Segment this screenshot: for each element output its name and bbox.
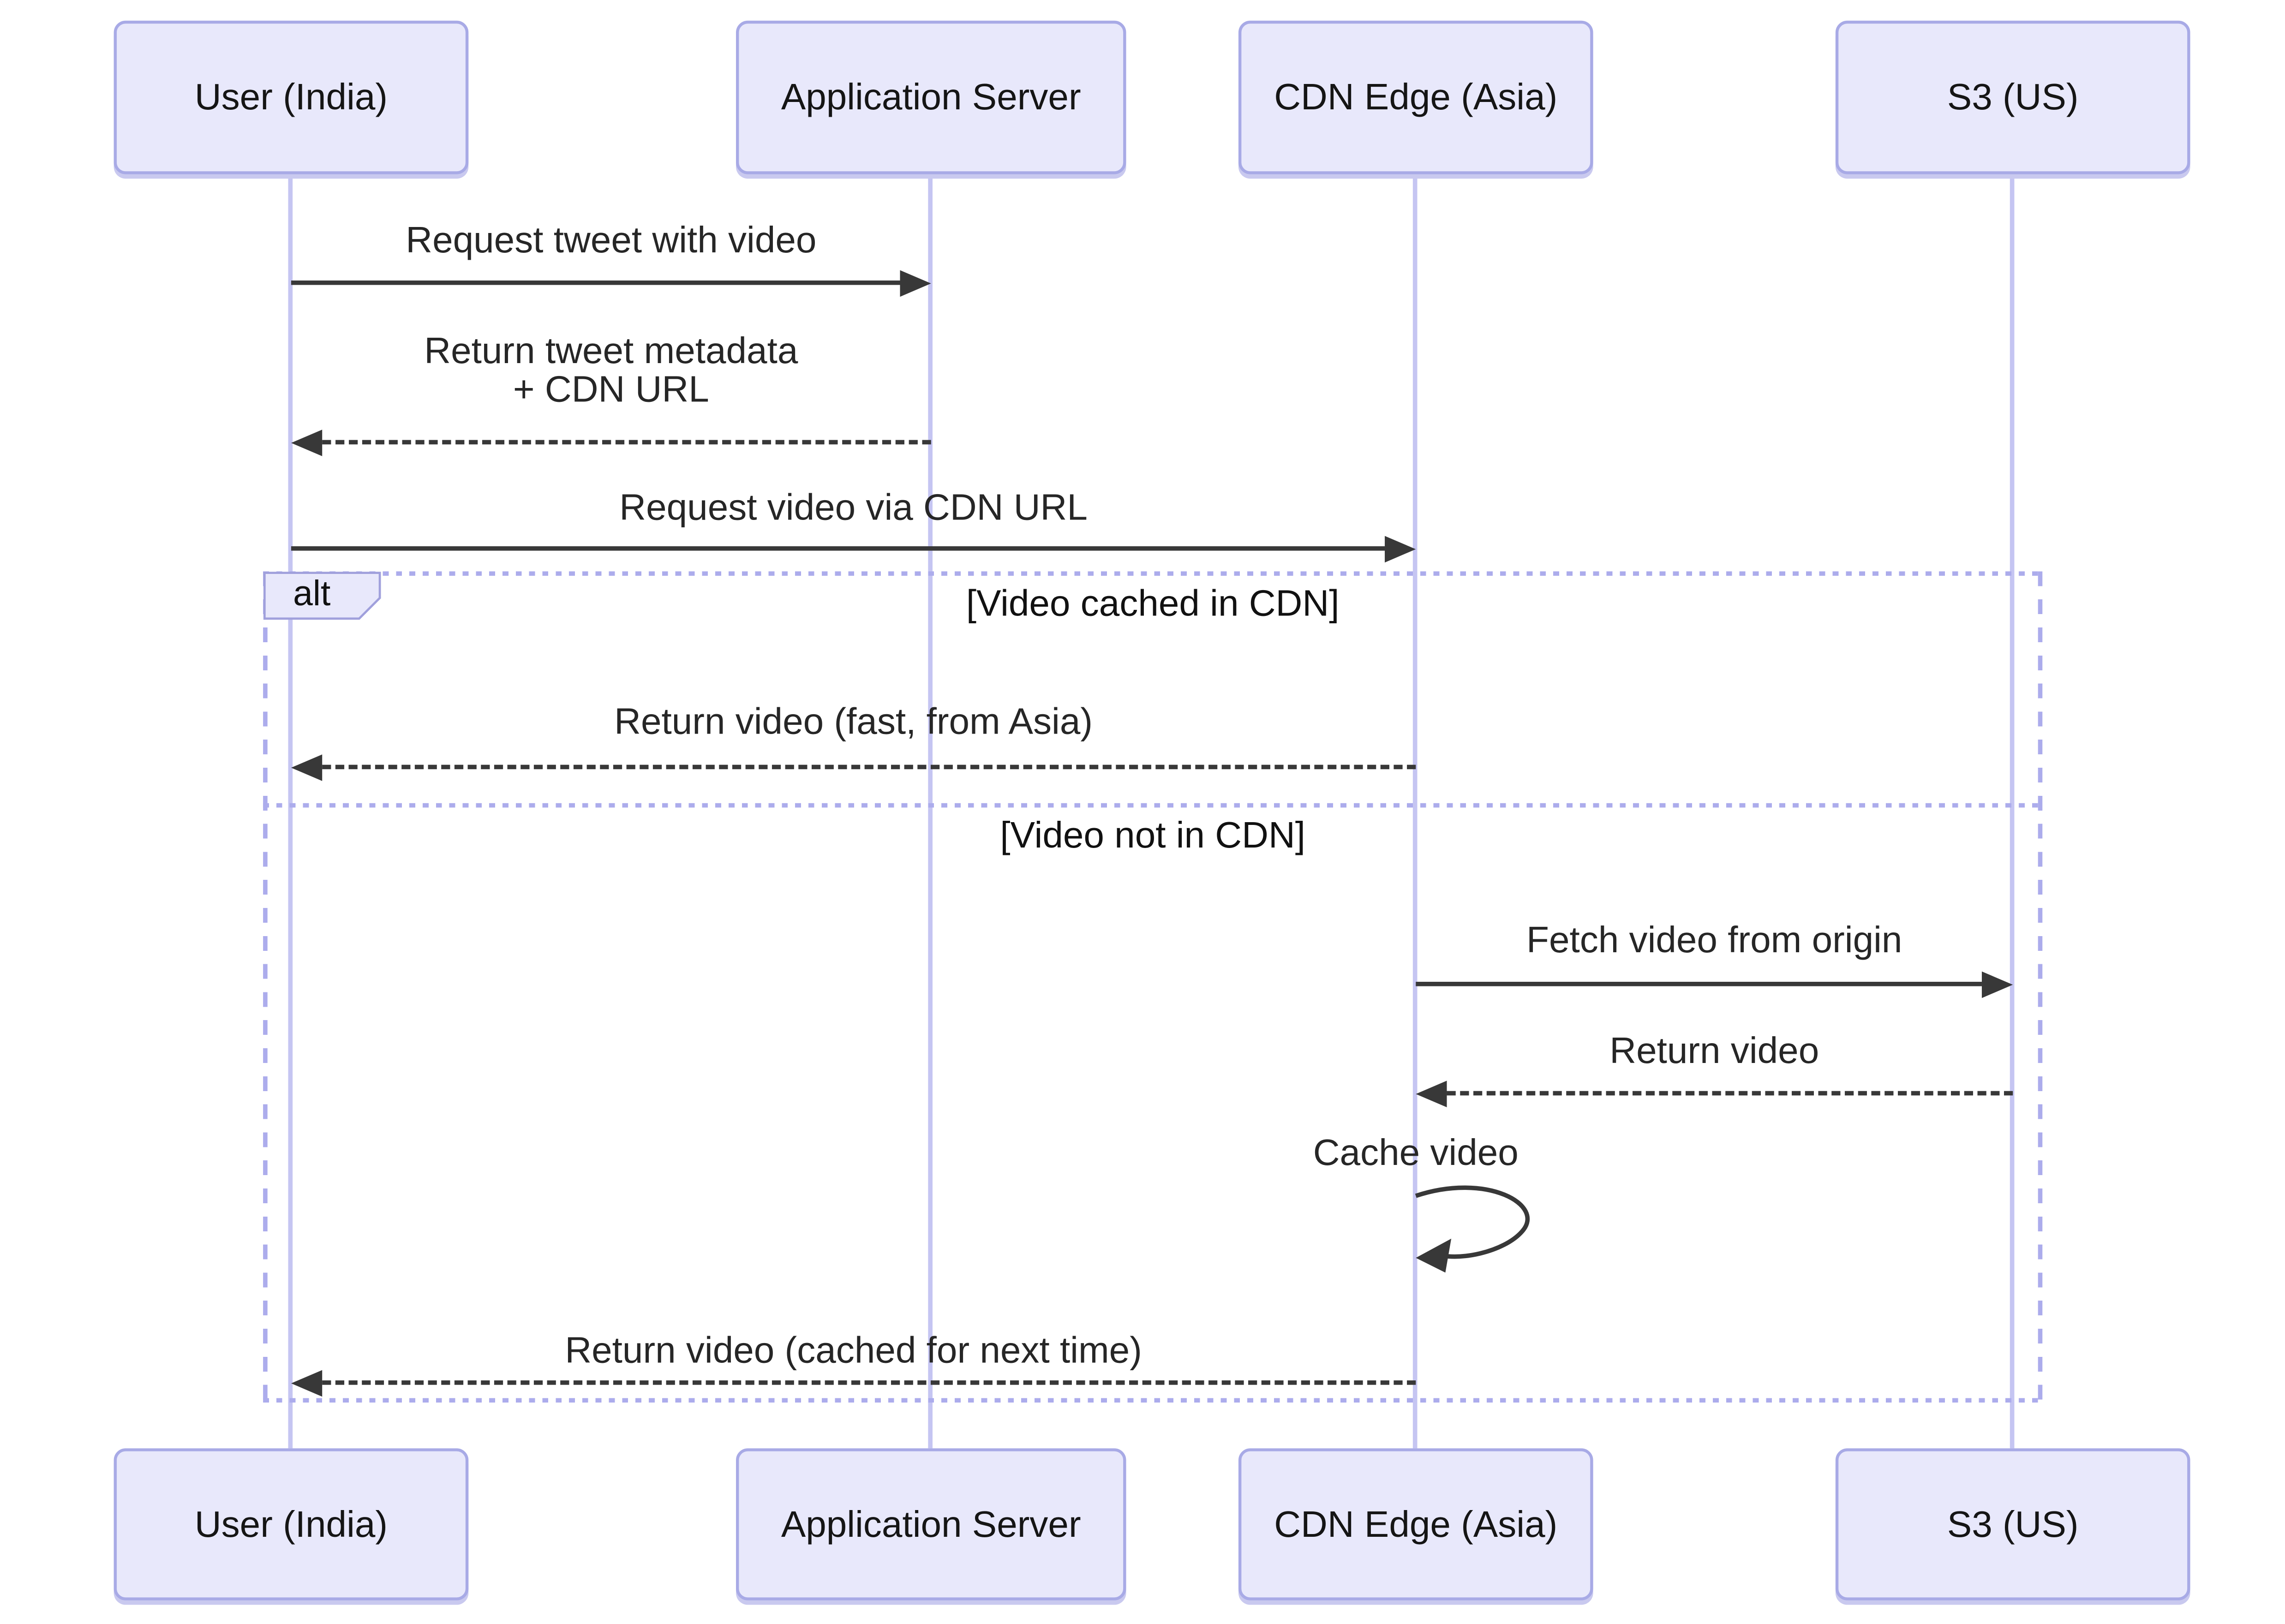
- actor-label: User (India): [194, 1504, 388, 1545]
- message-arrow-line: [1416, 982, 1982, 986]
- actor-label: CDN Edge (Asia): [1274, 1504, 1558, 1545]
- actor-label: User (India): [194, 77, 388, 118]
- message-arrow-line-dashed: [322, 440, 931, 445]
- message-label: Request tweet with video: [406, 220, 817, 262]
- alt-condition-2: [Video not in CDN]: [1000, 815, 1306, 856]
- alt-label-tab: [263, 572, 381, 620]
- message-label-line2: + CDN URL: [513, 369, 709, 411]
- actor-label: Application Server: [781, 1504, 1081, 1545]
- arrowhead-left-icon: [1416, 1081, 1447, 1107]
- actor-label: S3 (US): [1947, 77, 2079, 118]
- actor-top-s3: S3 (US): [1835, 20, 2190, 174]
- arrowhead-right-icon: [1385, 536, 1416, 563]
- self-message-label: Cache video: [1313, 1132, 1519, 1174]
- message-arrow-line: [291, 546, 1385, 551]
- alt-fragment-frame: [263, 571, 2043, 1403]
- lifeline-cdn-edge: [1412, 174, 1418, 1449]
- arrowhead-left-icon: [291, 754, 323, 781]
- actor-bottom-s3: S3 (US): [1835, 1448, 2190, 1600]
- message-arrow-line-dashed: [1447, 1091, 2013, 1096]
- alt-frame-bottom-border: [263, 1398, 2043, 1403]
- message-label: Return video (cached for next time): [565, 1330, 1142, 1372]
- actor-label: CDN Edge (Asia): [1274, 77, 1558, 118]
- lifeline-application-server: [928, 174, 933, 1449]
- actor-label: S3 (US): [1947, 1504, 2079, 1545]
- alt-frame-right-border: [2038, 571, 2043, 1403]
- actor-top-user: User (India): [114, 20, 469, 174]
- message-arrow-line-dashed: [322, 1380, 1416, 1385]
- arrowhead-right-icon: [1981, 971, 2013, 998]
- arrowhead-left-icon: [291, 1370, 323, 1397]
- lifeline-s3: [2010, 174, 2015, 1449]
- message-label: Request video via CDN URL: [619, 487, 1088, 529]
- actor-bottom-user: User (India): [114, 1448, 469, 1600]
- self-loop-arrow-icon: [1415, 1185, 1530, 1273]
- alt-label: alt: [293, 574, 331, 615]
- message-label: Return tweet metadata + CDN URL: [291, 332, 931, 409]
- message-label: Return video: [1609, 1030, 1819, 1072]
- message-label: Fetch video from origin: [1526, 919, 1902, 961]
- actor-bottom-cdn-edge: CDN Edge (Asia): [1238, 1448, 1593, 1600]
- message-label-line1: Return tweet metadata: [424, 330, 798, 372]
- actor-top-cdn-edge: CDN Edge (Asia): [1238, 20, 1593, 174]
- alt-frame-top-border: [263, 571, 2043, 576]
- arrowhead-right-icon: [900, 270, 931, 297]
- message-arrow-line: [291, 281, 902, 285]
- alt-section-divider: [263, 803, 2043, 808]
- alt-frame-left-border: [263, 571, 268, 1403]
- lifeline-user: [288, 174, 293, 1449]
- actor-top-application-server: Application Server: [736, 20, 1126, 174]
- actor-label: Application Server: [781, 77, 1081, 118]
- message-arrow-line-dashed: [322, 764, 1416, 770]
- arrowhead-left-icon: [291, 430, 323, 456]
- actor-bottom-application-server: Application Server: [736, 1448, 1126, 1600]
- message-label: Return video (fast, from Asia): [614, 701, 1093, 743]
- alt-condition-1: [Video cached in CDN]: [966, 583, 1340, 625]
